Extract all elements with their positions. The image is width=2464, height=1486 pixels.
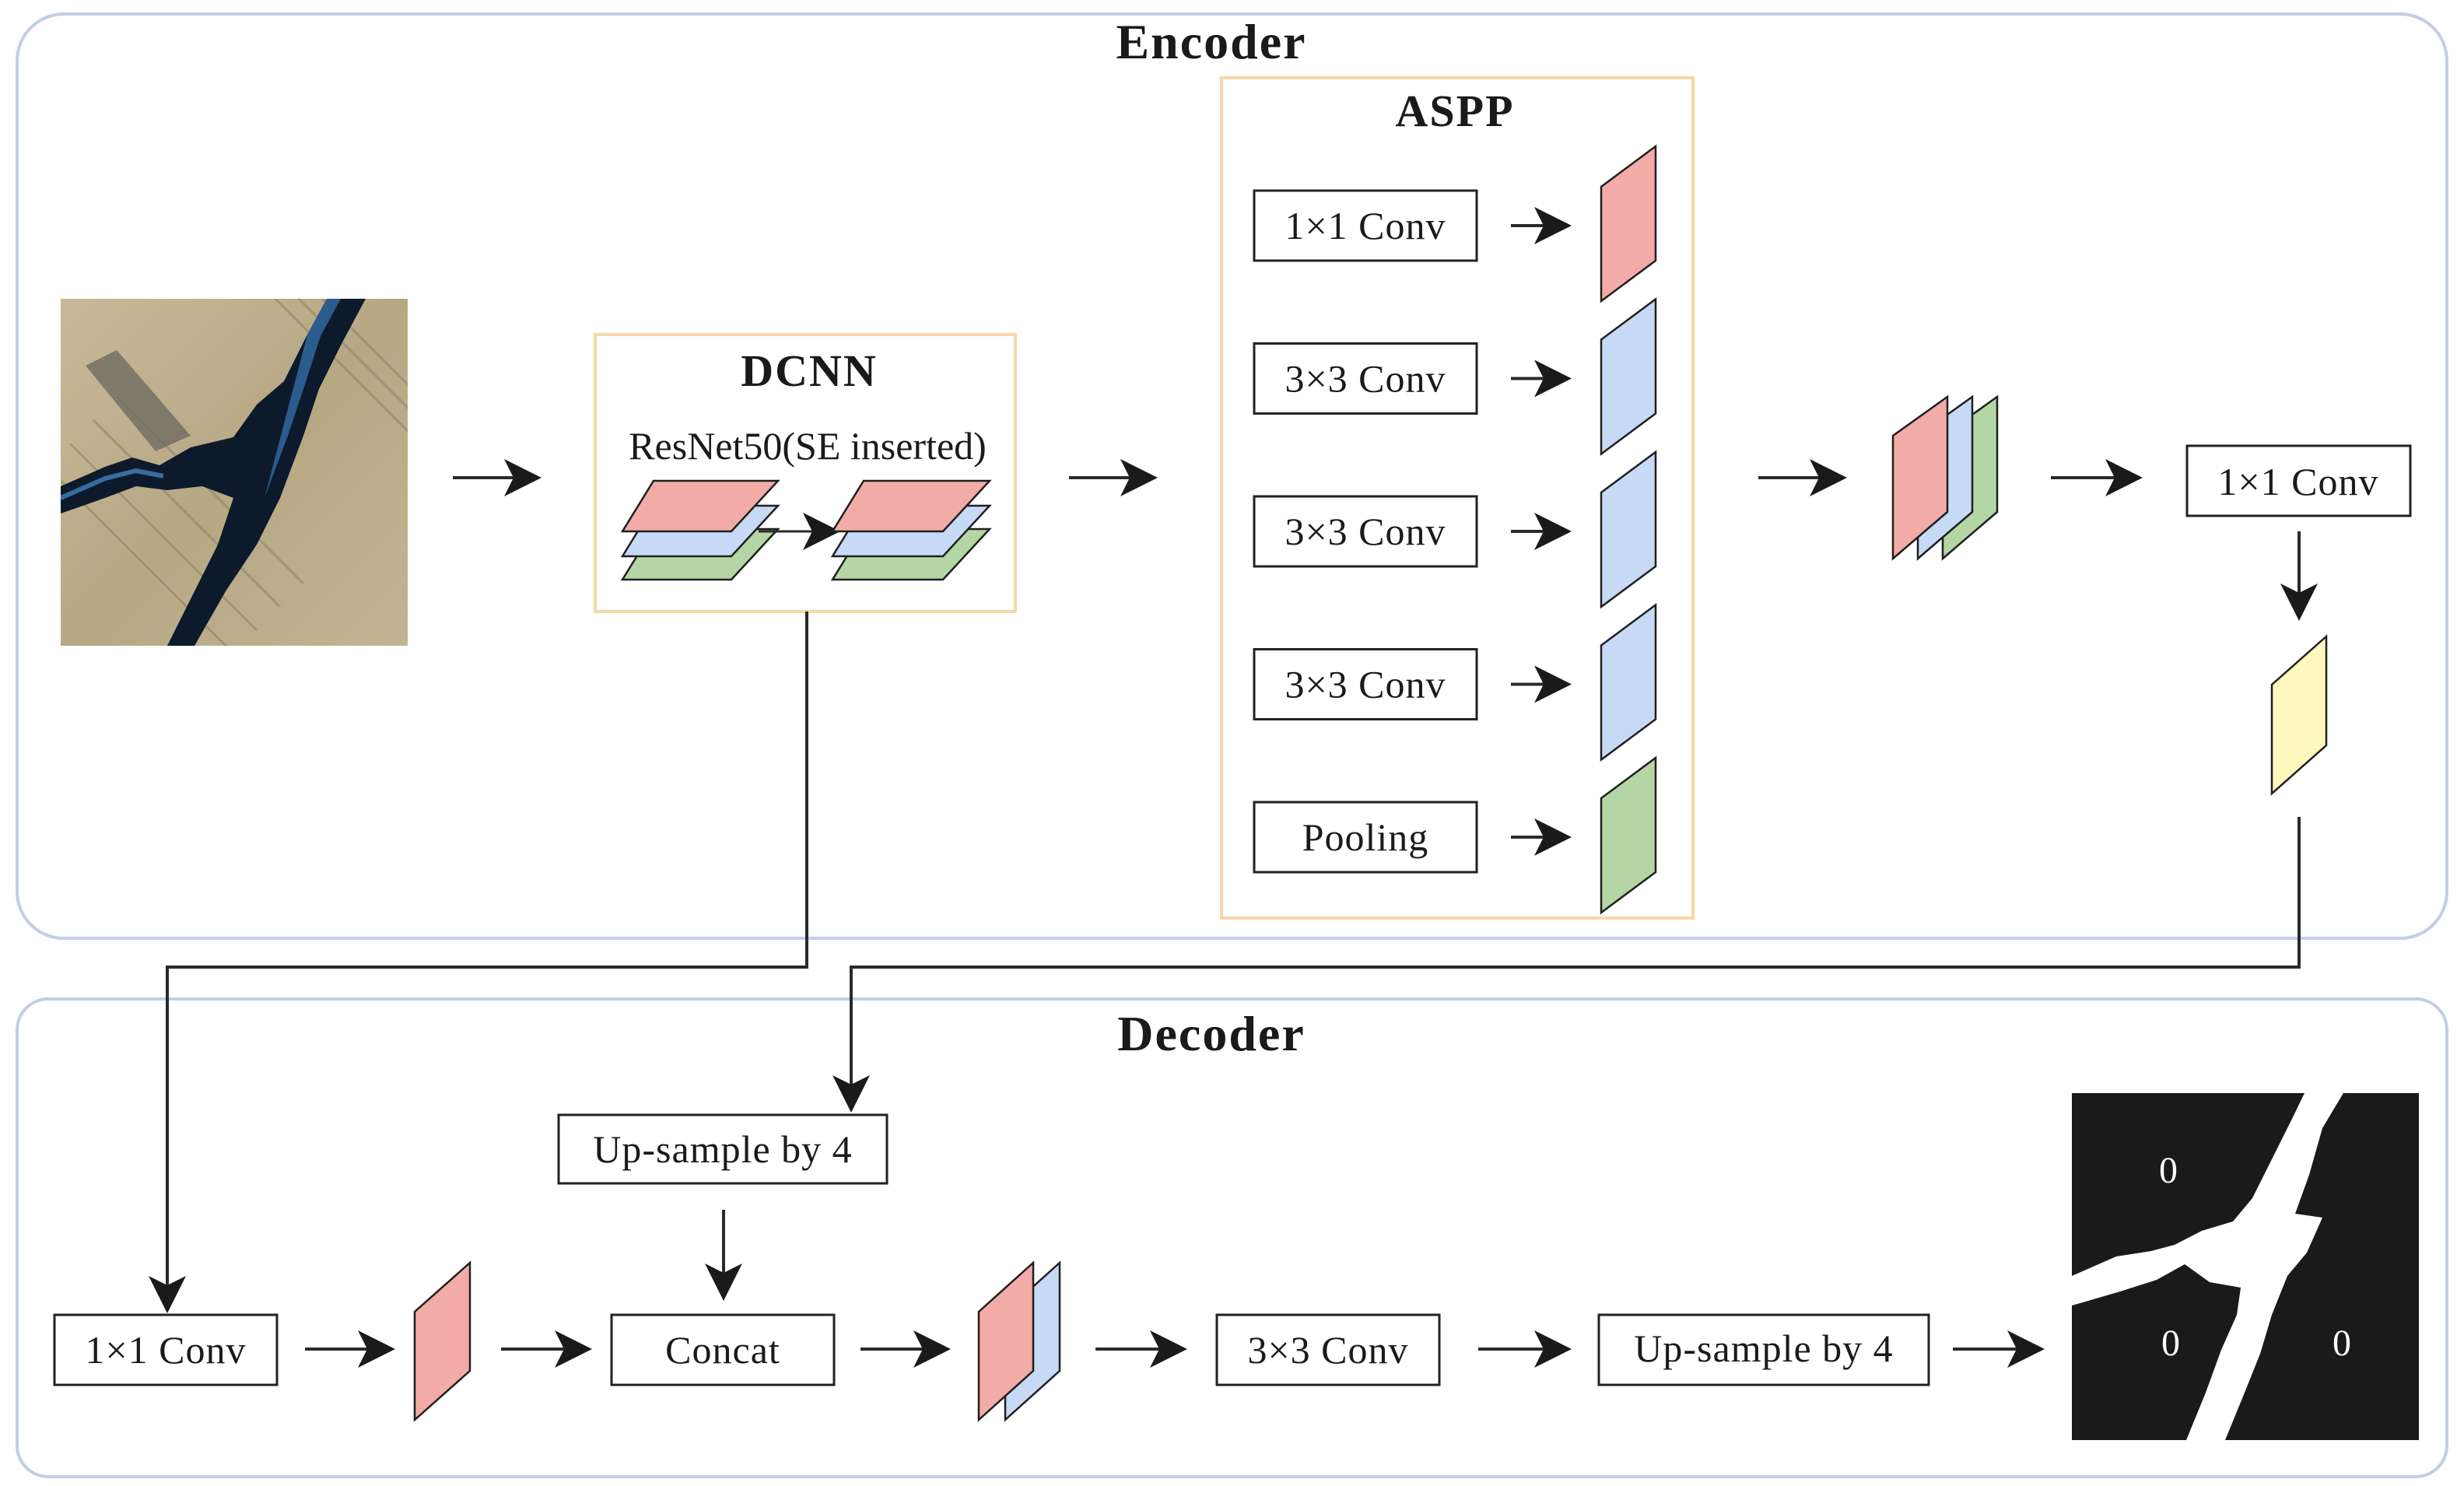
encoder-section: Encoder: [16, 12, 2448, 940]
decoder-conv3x3-rect: [1215, 1313, 1441, 1386]
upsample-final-rect: [1597, 1313, 1930, 1386]
aspp-branch-label: 3×3 Conv: [1285, 510, 1446, 553]
aspp-branch: 1×1 Conv: [1253, 144, 1657, 303]
upsample-top-label: Up-sample by 4: [593, 1127, 852, 1171]
upsample-final-label: Up-sample by 4: [1634, 1327, 1893, 1370]
upsample-top-box: Up-sample by 4: [557, 1113, 889, 1185]
aspp-branch-label: 3×3 Conv: [1285, 663, 1446, 706]
dcnn-stack-2: [830, 479, 992, 581]
low-level-feature: [413, 1260, 471, 1422]
aspp-branch-box: [1253, 189, 1478, 262]
feature-map-red: [1891, 394, 1949, 561]
decoder-section: Decoder: [16, 997, 2448, 1478]
low-level-conv-rect: [53, 1313, 279, 1386]
aspp-branch-label: 3×3 Conv: [1285, 357, 1446, 401]
upsample-final-box: Up-sample by 4: [1597, 1313, 1930, 1386]
aspp-output-features: [1891, 394, 1999, 561]
aspp-title: ASPP: [1396, 86, 1515, 136]
aspp-branch: 3×3 Conv: [1253, 297, 1657, 456]
concat-feature-red: [977, 1260, 1035, 1422]
aspp-feature-red: [1600, 144, 1657, 303]
dcnn-module: DCNN ResNet50(SE inserted): [594, 333, 1017, 613]
skip-connection-low-level: [149, 612, 808, 1313]
concat-features: [977, 1260, 1061, 1422]
low-level-conv-box: 1×1 Conv: [53, 1313, 279, 1386]
aspp-branch-label: Pooling: [1302, 815, 1429, 859]
aspp-branch-label: 1×1 Conv: [1285, 204, 1446, 247]
encoder-border: [16, 12, 2448, 940]
mask-label-crack: 1: [2263, 1243, 2282, 1284]
dcnn-subtitle: ResNet50(SE inserted): [629, 424, 987, 468]
aspp-feature-blue: [1600, 603, 1657, 762]
aspp-branch: 3×3 Conv: [1253, 450, 1657, 609]
concat-label: Concat: [665, 1328, 780, 1372]
decoder-border: [16, 997, 2448, 1478]
aspp-border: [1220, 76, 1695, 920]
encoder-title-bg: [1081, 16, 1338, 70]
aspp-branch-box: [1253, 801, 1478, 874]
aspp-feature-blue: [1600, 450, 1657, 609]
aspp-branch: 3×3 Conv: [1253, 603, 1657, 762]
mask-label-bottom-left: 0: [2161, 1323, 2180, 1364]
low-level-conv-label: 1×1 Conv: [85, 1328, 246, 1372]
concat-box: Concat: [610, 1313, 836, 1386]
upsample-top-rect: [557, 1113, 889, 1185]
aspp-branch-box: [1253, 495, 1478, 568]
encoder-title: Encoder: [1116, 14, 1306, 69]
post-aspp-conv-label: 1×1 Conv: [2217, 460, 2378, 503]
feature-layer-red: [620, 479, 780, 533]
encoder-to-upsample-connector: [832, 817, 2301, 1113]
feature-layer-red: [830, 479, 992, 533]
decoder-title-bg: [1081, 1001, 1338, 1055]
aspp-module: ASPP 1×1 Conv 3×3 Conv 3×3 Conv 3×3 ConvPoo…: [1220, 76, 1695, 920]
mask-label-top-left: 0: [2159, 1150, 2178, 1191]
dcnn-stack-1: [620, 479, 780, 581]
aspp-feature-blue: [1600, 297, 1657, 456]
encoder-output-feature: [2270, 634, 2328, 796]
dcnn-title: DCNN: [741, 345, 878, 396]
mask-crack-region: [2072, 1093, 2343, 1440]
aspp-feature-green: [1600, 755, 1657, 915]
mask-label-bottom-right: 0: [2333, 1323, 2351, 1364]
aspp-branch-box: [1253, 648, 1478, 720]
post-aspp-conv-box: 1×1 Conv: [2185, 444, 2412, 517]
decoder-conv3x3-box: 3×3 Conv: [1215, 1313, 1441, 1386]
decoder-title: Decoder: [1117, 1006, 1305, 1061]
aspp-branch: Pooling: [1253, 755, 1657, 915]
output-mask: [2072, 1093, 2419, 1440]
concat-rect: [610, 1313, 836, 1386]
aspp-branch-box: [1253, 342, 1478, 415]
decoder-conv3x3-label: 3×3 Conv: [1247, 1328, 1408, 1372]
post-aspp-conv-rect: [2185, 444, 2412, 517]
input-image: [61, 299, 408, 646]
